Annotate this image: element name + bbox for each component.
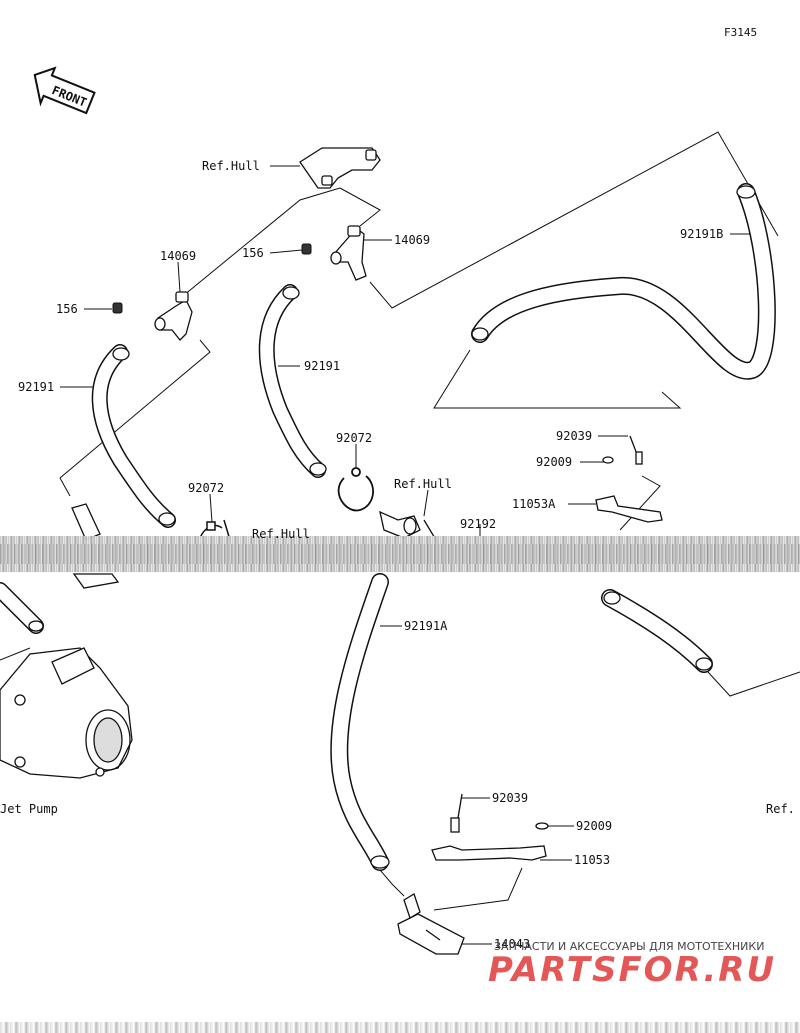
part-92191-center-label: 92191 <box>304 359 341 373</box>
scan-noise-bottom <box>0 1022 800 1033</box>
part-92072-center-label: 92072 <box>336 431 373 445</box>
hose-ends <box>28 185 756 869</box>
part-92072-left-label: 92072 <box>188 481 225 495</box>
jet-pump-label: Jet Pump <box>0 802 58 816</box>
bolt-156-right <box>301 243 312 255</box>
hoses <box>0 183 776 871</box>
figure-code: F3145 <box>724 26 758 39</box>
bracket-11053 <box>431 793 549 861</box>
part-14069-left-label: 14069 <box>160 249 197 263</box>
bracket-11053A <box>595 435 663 523</box>
part-92039-lower-label: 92039 <box>492 791 529 805</box>
part-11053-label: 11053 <box>574 853 611 867</box>
hull-bracket-top <box>299 147 381 189</box>
ref-hull-label-top: Ref.Hull <box>202 159 260 173</box>
front-arrow-icon: FRONT <box>33 66 96 115</box>
scan-noise-band-edge <box>0 544 800 564</box>
ref-hull-label-center: Ref.Hull <box>394 477 452 491</box>
part-11053A-label: 11053A <box>512 497 556 511</box>
watermark-tagline: ЗАПЧАСТИ И АКСЕССУАРЫ ДЛЯ МОТОТЕХНИКИ <box>494 940 765 953</box>
clamp-92072-center <box>337 467 374 512</box>
ref-hull-label-left: Ref.Hull <box>252 527 310 541</box>
ref-right-edge-label: Ref. <box>766 802 795 816</box>
part-156-left-label: 156 <box>56 302 78 316</box>
part-92191A-label: 92191A <box>404 619 448 633</box>
strainer-14043 <box>397 893 465 955</box>
part-14043-label: 14043 <box>494 937 531 951</box>
part-156-right-label: 156 <box>242 246 264 260</box>
part-14069-right-label: 14069 <box>394 233 431 247</box>
fitting-14069-left <box>154 291 193 341</box>
hull-fitting-center <box>379 510 437 541</box>
part-92192-label: 92192 <box>460 517 497 531</box>
jet-pump <box>0 647 133 779</box>
watermark-logo: PARTSFOR.RU <box>488 950 777 990</box>
part-92191-left-label: 92191 <box>18 380 55 394</box>
bolt-156-left <box>112 302 123 314</box>
fitting-14069-right <box>330 225 367 281</box>
part-92009-lower-label: 92009 <box>576 819 613 833</box>
part-92039-upper-label: 92039 <box>556 429 593 443</box>
hull-bracket-left <box>71 503 120 589</box>
part-92009-upper-label: 92009 <box>536 455 573 469</box>
part-92191B-label: 92191B <box>680 227 724 241</box>
